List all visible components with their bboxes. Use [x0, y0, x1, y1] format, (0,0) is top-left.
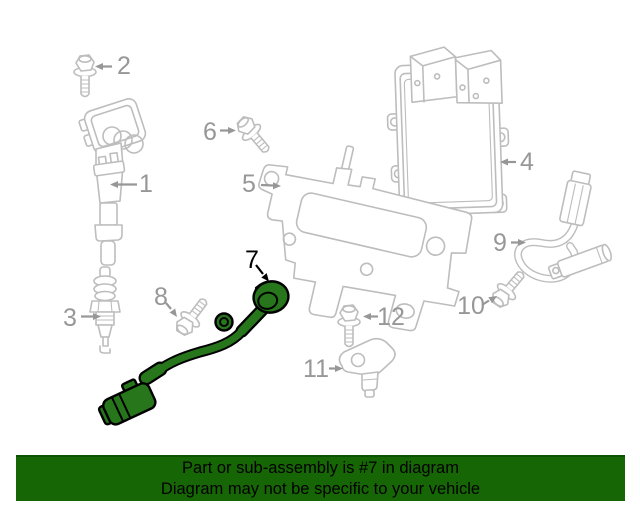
part-label-2: 2 — [117, 52, 131, 80]
part-label-11: 11 — [303, 355, 329, 383]
part-label-8: 8 — [154, 283, 168, 311]
part-12-bolt — [337, 304, 361, 348]
arrow-to-part-7 — [255, 264, 264, 275]
part-label-6: 6 — [203, 118, 217, 146]
arrow-to-part-8 — [165, 302, 172, 310]
part-label-1: 1 — [139, 170, 153, 198]
part-label-7: 7 — [245, 246, 259, 274]
part-1-ignition-coil — [78, 98, 147, 266]
part-5-mounting-bracket — [258, 145, 473, 332]
part-label-12: 12 — [377, 303, 405, 331]
callouts: 1 2 3 4 5 6 7 8 9 — [63, 52, 534, 383]
banner-line-1: Part or sub-assembly is #7 in diagram — [182, 459, 459, 477]
highlight-info-banner: Part or sub-assembly is #7 in diagram Di… — [16, 455, 625, 501]
part-label-5: 5 — [242, 170, 256, 198]
part-3-spark-plug — [89, 266, 121, 354]
part-2-bolt — [73, 54, 97, 98]
part-6-bolt — [231, 111, 277, 160]
part-9-sensor-with-harness — [514, 170, 612, 283]
part-label-10: 10 — [457, 292, 485, 320]
part-8-bolt — [170, 292, 215, 341]
part-7-knock-sensor-highlighted — [97, 280, 290, 426]
part-label-4: 4 — [520, 148, 534, 176]
banner-line-2: Diagram may not be specific to your vehi… — [160, 480, 481, 498]
part-11-camshaft-position-sensor — [338, 337, 396, 398]
part-label-9: 9 — [493, 229, 507, 257]
part-label-3: 3 — [63, 304, 77, 332]
part-4-engine-control-module — [386, 46, 510, 217]
arrow-to-part-10 — [481, 299, 490, 306]
arrow-to-part-5 — [260, 183, 274, 187]
